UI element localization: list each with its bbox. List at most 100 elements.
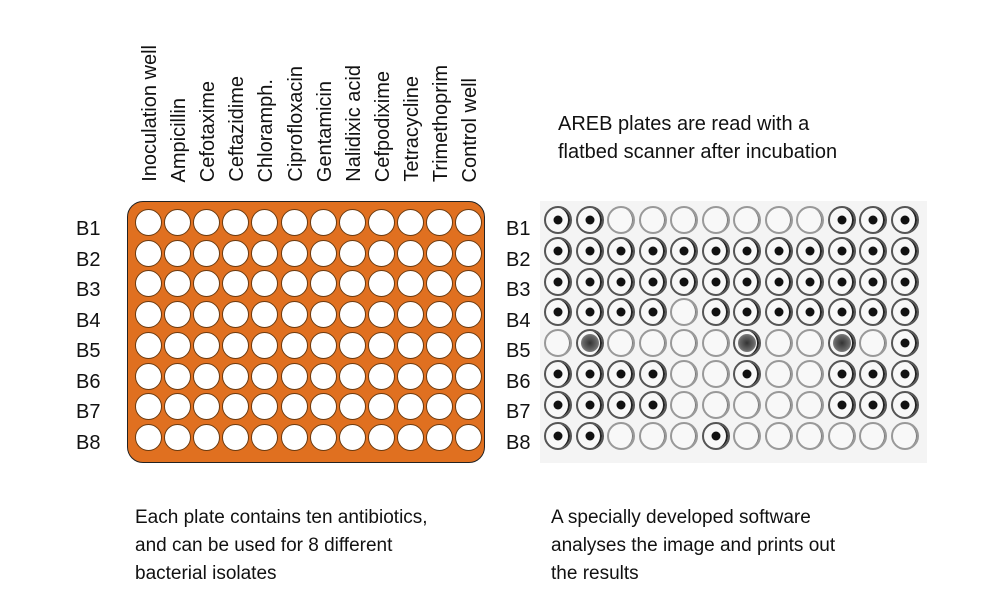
growth-dot <box>900 277 909 287</box>
plate-well <box>193 239 221 267</box>
column-label: Tetracycline <box>399 2 425 182</box>
plate-well <box>455 331 483 359</box>
plate-well <box>222 270 250 298</box>
scan-row-label: B3 <box>506 279 531 301</box>
growth-dot <box>616 307 626 317</box>
scan-well <box>733 421 761 450</box>
plate-well <box>455 301 483 329</box>
scan-well <box>701 421 730 450</box>
column-label-text: Cefotaxime <box>197 80 220 182</box>
growth-dot <box>832 334 851 353</box>
plate-well <box>164 301 192 329</box>
scan-well <box>827 206 856 234</box>
software-description: A specially developed software analyses … <box>551 504 835 588</box>
growth-dot <box>738 334 756 353</box>
growth-dot <box>868 246 878 256</box>
growth-dot <box>868 277 878 287</box>
column-label-text: Cefpodixime <box>371 70 394 182</box>
scan-well <box>890 329 919 358</box>
growth-dot <box>585 246 594 256</box>
growth-dot <box>553 277 563 287</box>
scan-well <box>701 390 730 419</box>
growth-dot <box>837 369 846 379</box>
column-label: Control well <box>457 2 483 182</box>
plate-well <box>396 209 424 236</box>
plate-well <box>309 239 337 267</box>
plate-well <box>338 362 366 390</box>
plate-well <box>193 209 221 236</box>
growth-dot <box>837 307 846 317</box>
scan-well <box>796 206 824 234</box>
growth-dot <box>742 307 752 317</box>
growth-dot <box>774 307 783 317</box>
scan-well <box>607 298 635 327</box>
plate-well <box>135 270 162 298</box>
scan-well <box>764 206 793 234</box>
plate-well <box>367 239 395 267</box>
growth-dot <box>900 215 909 225</box>
growth-dot <box>742 369 752 379</box>
scan-well <box>701 236 730 265</box>
plate-well <box>396 270 424 298</box>
plate-row-label: B2 <box>76 248 101 271</box>
plate-well <box>455 362 483 390</box>
plate-well <box>193 393 221 421</box>
scan-well <box>733 298 761 327</box>
plate-well <box>338 209 366 236</box>
scan-well <box>638 298 667 327</box>
plate-well <box>135 301 162 329</box>
scan-well <box>890 267 919 296</box>
growth-dot <box>648 277 657 287</box>
plate-well <box>251 301 279 329</box>
scan-well <box>701 267 730 296</box>
plate-well <box>280 270 308 298</box>
plate-well <box>135 393 162 421</box>
growth-dot <box>585 431 594 441</box>
scan-well <box>670 421 698 450</box>
column-label-text: Ciprofloxacin <box>284 66 307 182</box>
scan-well <box>890 390 919 419</box>
scan-well <box>670 236 698 265</box>
plate-well <box>426 362 453 390</box>
plate-well <box>396 362 424 390</box>
scan-well <box>733 236 761 265</box>
plate-well <box>251 393 279 421</box>
plate-well <box>164 362 192 390</box>
scan-well <box>890 360 919 388</box>
growth-dot <box>648 307 657 317</box>
growth-dot <box>711 307 720 317</box>
scan-caption: AREB plates are read with a flatbed scan… <box>558 110 938 166</box>
growth-dot <box>553 215 563 225</box>
plate-well <box>222 362 250 390</box>
plate-well <box>251 239 279 267</box>
plate-well <box>251 270 279 298</box>
plate-well <box>280 301 308 329</box>
scan-row-label: B6 <box>506 370 531 393</box>
column-label-text: Gentamicin <box>313 80 336 182</box>
plate-well <box>455 423 483 451</box>
scan-well <box>544 329 572 358</box>
plate-row-label: B1 <box>76 218 101 240</box>
scan-well <box>607 329 635 358</box>
plate-well <box>396 331 424 359</box>
scan-well <box>859 421 887 450</box>
plate-well <box>193 423 221 451</box>
plate-well <box>280 393 308 421</box>
scan-well <box>796 236 824 265</box>
scan-well <box>827 390 856 419</box>
column-label-text: Inoculation well <box>139 45 161 182</box>
scan-row-label: B5 <box>506 340 531 362</box>
scan-well <box>827 360 856 388</box>
scan-well <box>638 206 667 234</box>
growth-dot <box>900 338 909 348</box>
scan-well <box>827 236 856 265</box>
scan-well <box>827 267 856 296</box>
scan-well <box>859 206 887 234</box>
plate-well <box>193 331 221 359</box>
growth-dot <box>805 307 815 317</box>
scan-well <box>764 421 793 450</box>
scan-well <box>670 390 698 419</box>
column-label: Cefotaxime <box>195 2 221 182</box>
plate-well <box>251 362 279 390</box>
scan-well <box>670 267 698 296</box>
